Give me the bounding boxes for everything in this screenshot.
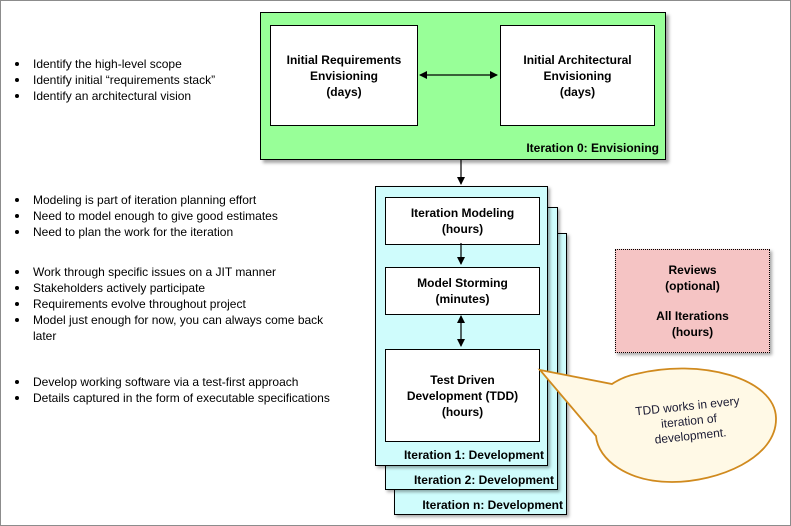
iteration-1-label: Iteration 1: Development	[403, 448, 544, 462]
reviews-box: Reviews (optional) All Iterations (hours…	[615, 249, 770, 353]
note-item: Identify initial “requirements stack”	[0, 72, 250, 88]
tdd-box: Test Driven Development (TDD) (hours)	[385, 349, 540, 442]
envisioning-notes: Identify the high-level scope Identify i…	[0, 56, 250, 104]
note-item: Stakeholders actively participate	[0, 280, 340, 296]
model-storming-notes: Work through specific issues on a JIT ma…	[0, 264, 340, 344]
reviews-duration: (hours)	[671, 325, 714, 339]
tdd-notes: Develop working software via a test-firs…	[0, 374, 360, 406]
note-item: Develop working software via a test-firs…	[0, 374, 360, 390]
iteration-modeling-notes: Modeling is part of iteration planning e…	[0, 192, 340, 240]
note-item: Identify the high-level scope	[0, 56, 250, 72]
iteration-2-label: Iteration 2: Development	[413, 473, 554, 487]
note-item: Need to plan the work for the iteration	[0, 224, 340, 240]
iteration-modeling-box: Iteration Modeling (hours)	[385, 197, 540, 245]
note-item: Need to model enough to give good estima…	[0, 208, 340, 224]
note-item: Identify an architectural vision	[0, 88, 250, 104]
iteration-0-envisioning: Initial Requirements Envisioning (days) …	[260, 12, 666, 160]
note-item: Details captured in the form of executab…	[0, 390, 360, 406]
note-item: Modeling is part of iteration planning e…	[0, 192, 340, 208]
iteration-n-label: Iteration n: Development	[422, 498, 563, 512]
note-item: Work through specific issues on a JIT ma…	[0, 264, 340, 280]
iteration-0-label: Iteration 0: Envisioning	[526, 141, 659, 155]
reviews-scope: All Iterations	[656, 309, 729, 323]
requirements-envisioning-box: Initial Requirements Envisioning (days)	[270, 25, 418, 126]
reviews-title: Reviews	[668, 263, 717, 277]
architectural-envisioning-box: Initial Architectural Envisioning (days)	[500, 25, 655, 126]
model-storming-box: Model Storming (minutes)	[385, 267, 540, 315]
note-item: Model just enough for now, you can alway…	[0, 312, 340, 344]
reviews-subtitle: (optional)	[665, 279, 720, 293]
iteration-1-card: Iteration Modeling (hours) Model Stormin…	[375, 186, 548, 466]
note-item: Requirements evolve throughout project	[0, 296, 340, 312]
